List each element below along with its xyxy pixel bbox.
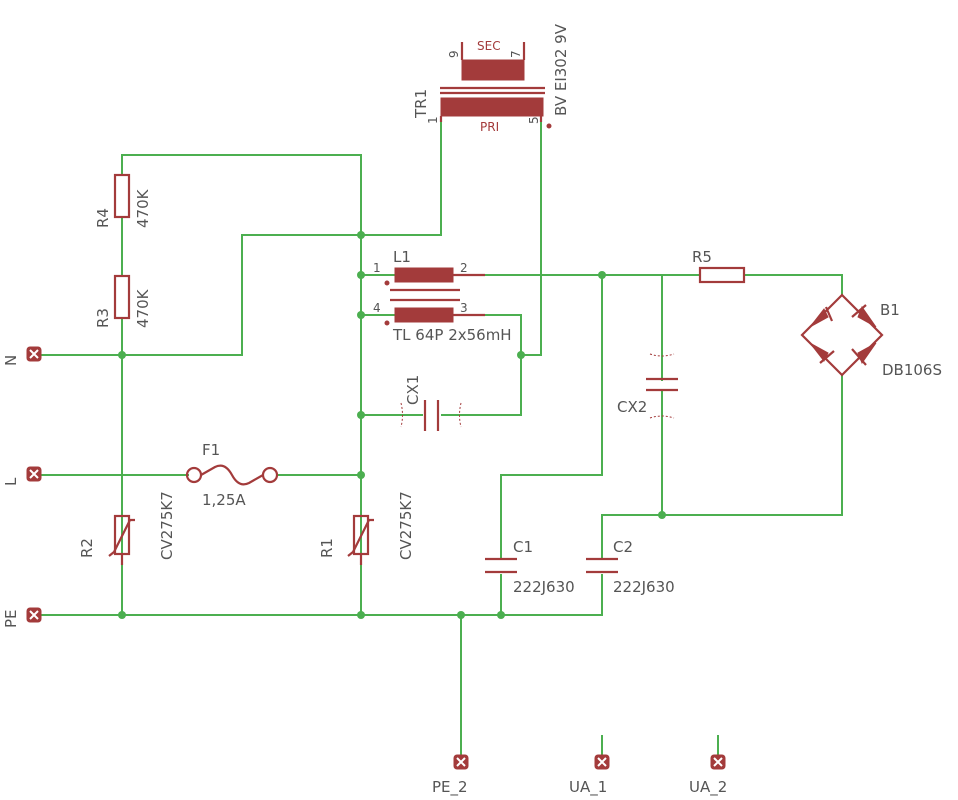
cx2-name: CX2 xyxy=(617,398,647,416)
connector-ua-2[interactable]: UA_2 xyxy=(689,735,727,797)
c2-value: 222J630 xyxy=(613,578,675,596)
connector-ua-2-label: UA_2 xyxy=(689,778,727,797)
connector-pe-2-label: PE_2 xyxy=(432,778,468,797)
r2-name: R2 xyxy=(78,538,96,558)
r4-value: 470K xyxy=(134,188,152,228)
bridge-b1[interactable]: B1 DB106S xyxy=(800,293,942,379)
transformer-tr1[interactable]: SEC PRI 9 7 1 5 TR1 BV EI302 9V xyxy=(412,23,570,134)
r2-value: CV275K7 xyxy=(158,491,176,560)
choke-value: TL 64P 2x56mH xyxy=(392,326,512,344)
transformer-pin-7: 7 xyxy=(509,50,523,58)
connector-pe-label: PE xyxy=(2,609,20,628)
r5-name: R5 xyxy=(692,248,712,266)
fuse-name: F1 xyxy=(202,441,220,459)
connector-ua-1[interactable]: UA_1 xyxy=(569,735,610,797)
choke-name: L1 xyxy=(393,248,411,266)
bridge-name: B1 xyxy=(880,301,900,319)
resistor-r4[interactable]: R4 470K xyxy=(94,173,152,228)
c1-name: C1 xyxy=(513,538,533,556)
transformer-sec-label: SEC xyxy=(477,39,501,53)
resistor-r5[interactable]: R5 xyxy=(692,248,746,284)
varistor-r1[interactable]: R1 CV275K7 xyxy=(318,491,415,565)
connector-pe-2[interactable]: PE_2 xyxy=(432,754,469,797)
cx1-name: CX1 xyxy=(404,375,422,405)
r1-name: R1 xyxy=(318,538,336,558)
transformer-name: TR1 xyxy=(412,89,430,119)
c2-name: C2 xyxy=(613,538,633,556)
bridge-value: DB106S xyxy=(882,361,942,379)
r3-value: 470K xyxy=(134,288,152,328)
choke-l1[interactable]: L1 1 2 3 4 TL 64P 2x56mH xyxy=(373,248,512,344)
transformer-pin-9: 9 xyxy=(447,50,461,58)
transformer-pin-5: 5 xyxy=(527,116,541,124)
capacitor-cx1[interactable]: CX1 xyxy=(400,375,462,431)
wires xyxy=(41,119,843,761)
connector-ua-1-label: UA_1 xyxy=(569,778,607,797)
fuse-value: 1,25A xyxy=(202,491,246,509)
choke-pin-3: 3 xyxy=(460,301,468,315)
connector-n-label: N xyxy=(2,355,20,366)
connector-n[interactable]: N xyxy=(2,346,42,366)
c1-value: 222J630 xyxy=(513,578,575,596)
junctions xyxy=(118,231,666,619)
varistor-r2[interactable]: R2 CV275K7 xyxy=(78,491,176,565)
choke-pin-2: 2 xyxy=(460,261,468,275)
r1-value: CV275K7 xyxy=(397,491,415,560)
choke-pin-4: 4 xyxy=(373,301,381,315)
connector-pe[interactable]: PE xyxy=(2,607,42,628)
resistor-r3[interactable]: R3 470K xyxy=(94,274,152,328)
r3-name: R3 xyxy=(94,308,112,328)
r4-name: R4 xyxy=(94,208,112,228)
fuse-f1[interactable]: F1 1,25A xyxy=(185,441,279,509)
connector-l-label: L xyxy=(2,477,20,486)
choke-pin-1: 1 xyxy=(373,261,381,275)
transformer-value: BV EI302 9V xyxy=(552,23,570,116)
capacitor-cx2[interactable]: CX2 xyxy=(617,353,678,419)
connector-l[interactable]: L xyxy=(2,466,42,486)
transformer-pri-label: PRI xyxy=(480,120,499,134)
capacitor-c2[interactable]: C2 222J630 xyxy=(586,538,675,596)
transformer-pin-1: 1 xyxy=(426,116,440,124)
capacitor-c1[interactable]: C1 222J630 xyxy=(485,538,575,596)
